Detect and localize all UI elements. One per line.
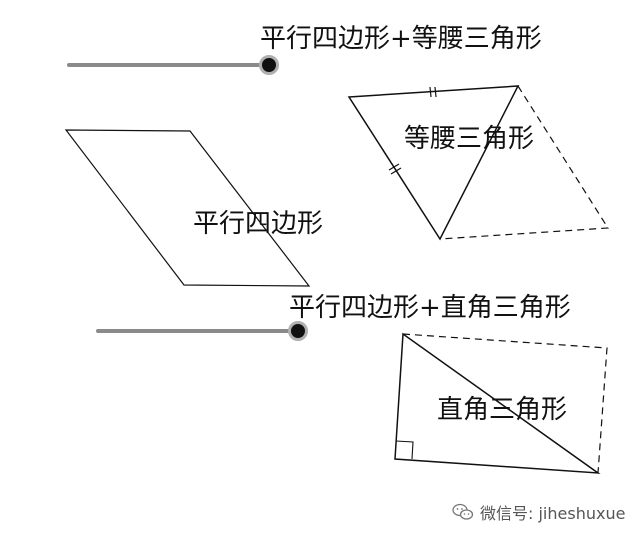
isosceles-dashed-complement [439, 85, 610, 240]
watermark-text: 微信号: jiheshuxue [480, 504, 626, 523]
right-angle-marker [395, 440, 414, 460]
right-triangle-shape [394, 332, 601, 474]
isosceles-triangle-shape [347, 85, 520, 241]
equal-side-ticks-top [429, 86, 437, 98]
equal-side-ticks-left [388, 163, 402, 175]
watermark: 微信号: jiheshuxue [452, 500, 625, 524]
slider-knob[interactable] [288, 321, 308, 341]
slider-isosceles-label: 平行四边形+等腰三角形 [260, 24, 542, 54]
isosceles-triangle-label: 等腰三角形 [404, 124, 535, 154]
parallelogram-shape [64, 129, 311, 287]
slider-right-triangle[interactable] [96, 321, 308, 341]
slider-right-triangle-label: 平行四边形+直角三角形 [289, 293, 571, 323]
right-triangle-dashed-complement [402, 333, 608, 474]
slider-knob[interactable] [259, 55, 279, 75]
slider-track[interactable] [67, 63, 269, 67]
parallelogram-label: 平行四边形 [193, 209, 324, 239]
right-triangle-label: 直角三角形 [437, 395, 568, 425]
slider-track[interactable] [96, 329, 298, 333]
slider-isosceles[interactable] [67, 55, 279, 75]
wechat-icon [452, 503, 474, 520]
